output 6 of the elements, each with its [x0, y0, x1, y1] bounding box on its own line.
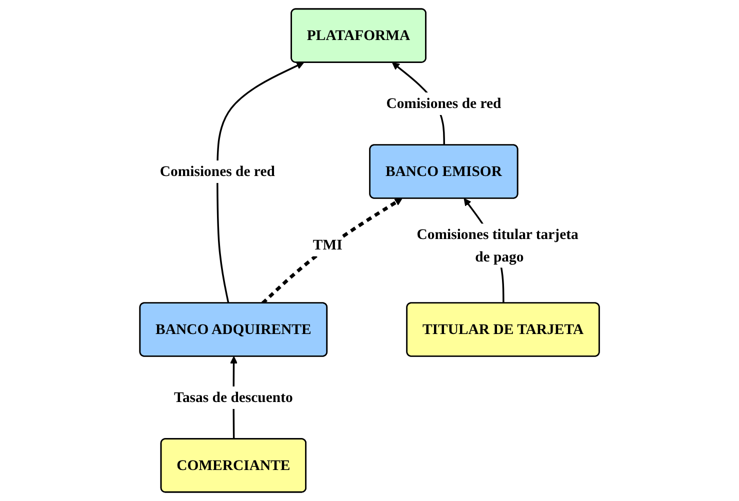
edge-label: Tasas de descuento	[174, 389, 293, 406]
edge-label: TMI	[312, 236, 342, 253]
edge-label: Comisiones titular tarjeta de pago	[416, 226, 578, 265]
edge-label: Comisiones de red	[386, 95, 502, 112]
arrow	[216, 62, 304, 304]
edge-label: Comisiones de red	[160, 163, 275, 180]
